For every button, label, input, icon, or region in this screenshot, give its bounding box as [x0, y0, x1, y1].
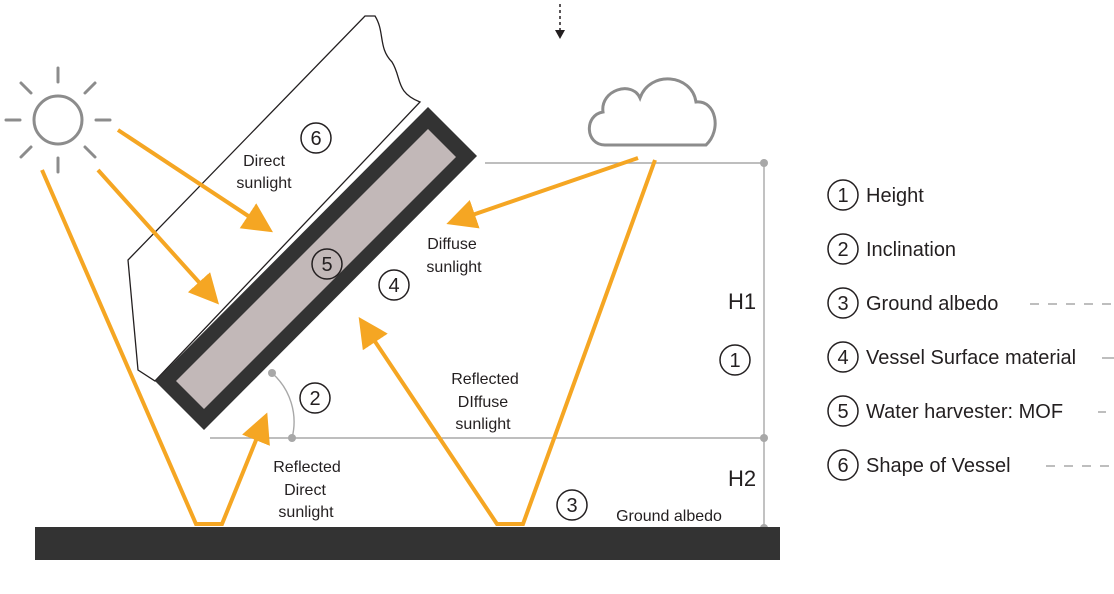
marker-circle — [378, 269, 410, 301]
legend-marker — [827, 449, 859, 481]
marker-6-label: 6 — [310, 128, 321, 150]
reflected-direct-label-line1: Reflected — [273, 459, 341, 476]
diffuse-sunlight-label-line2: sunlight — [426, 259, 482, 276]
cloud-icon — [587, 77, 717, 147]
marker-3-label: 3 — [566, 495, 577, 517]
legend-number: 5 — [837, 401, 848, 423]
legend-item: 1 Height — [827, 179, 924, 211]
legend: 1 Height 2 Inclination 3 Ground albedo 4… — [827, 179, 1114, 481]
number-markers: 6 5 4 2 1 3 — [299, 122, 751, 521]
diagram-labels: Direct sunlight Diffuse sunlight Reflect… — [236, 153, 756, 525]
marker-2-label: 2 — [309, 388, 320, 410]
legend-number: 3 — [837, 293, 848, 315]
legend-number: 2 — [837, 239, 848, 261]
water-harvester-vessel — [155, 107, 477, 430]
legend-marker — [827, 395, 859, 427]
direct-ray-2 — [96, 168, 220, 305]
legend-label: Ground albedo — [866, 293, 998, 315]
legend-marker — [827, 179, 859, 211]
vessel-shape-outline — [127, 15, 422, 382]
marker-circle — [299, 382, 331, 414]
legend-label: Inclination — [866, 239, 956, 261]
direct-ray-1 — [116, 128, 274, 233]
diffuse-ray — [446, 156, 639, 229]
reflected-direct-label-line2: Direct — [284, 482, 326, 499]
reflected-diffuse-label-line3: sunlight — [455, 416, 511, 433]
guide-dot — [268, 369, 276, 377]
legend-number: 4 — [837, 347, 848, 369]
diffuse-sunlight-label-line1: Diffuse — [427, 236, 477, 253]
legend-label: Shape of Vessel — [866, 455, 1011, 477]
legend-number: 1 — [837, 185, 848, 207]
marker-5-label: 5 — [321, 254, 332, 276]
legend-item: 5 Water harvester: MOF — [827, 395, 1106, 427]
reflected-direct-label-line3: sunlight — [278, 504, 334, 521]
reflected-diffuse-ray — [358, 159, 657, 526]
legend-label: Water harvester: MOF — [866, 401, 1063, 423]
direct-sunlight-label-line1: Direct — [243, 153, 285, 170]
ground-surface — [35, 527, 780, 560]
legend-item: 2 Inclination — [827, 233, 956, 265]
mof-harvester-panel — [176, 129, 456, 409]
sun-icon — [4, 66, 112, 174]
guide-dot — [760, 434, 768, 442]
down-arrow-icon — [555, 4, 565, 39]
legend-marker — [827, 287, 859, 319]
inclination-arc — [271, 372, 295, 439]
marker-4-label: 4 — [388, 275, 399, 297]
legend-label: Height — [866, 185, 924, 207]
ground-albedo-label: Ground albedo — [616, 508, 722, 525]
reflected-direct-ray — [40, 169, 270, 526]
legend-item: 4 Vessel Surface material — [827, 341, 1114, 373]
h2-label: H2 — [728, 466, 756, 491]
marker-circle — [311, 248, 343, 280]
guide-dot — [760, 159, 768, 167]
legend-marker — [827, 233, 859, 265]
marker-circle — [556, 489, 588, 521]
legend-item: 3 Ground albedo — [827, 287, 1114, 319]
legend-number: 6 — [837, 455, 848, 477]
guide-dot — [288, 434, 296, 442]
h1-label: H1 — [728, 289, 756, 314]
direct-sunlight-label-line2: sunlight — [236, 175, 292, 192]
legend-item: 6 Shape of Vessel — [827, 449, 1114, 481]
light-rays — [40, 128, 657, 526]
marker-1-label: 1 — [729, 350, 740, 372]
reflected-diffuse-label-line2: DIffuse — [458, 394, 509, 411]
marker-circle — [719, 344, 751, 376]
marker-circle — [300, 122, 332, 154]
legend-label: Vessel Surface material — [866, 347, 1076, 369]
legend-marker — [827, 341, 859, 373]
reflected-diffuse-label-line1: Reflected — [451, 371, 519, 388]
